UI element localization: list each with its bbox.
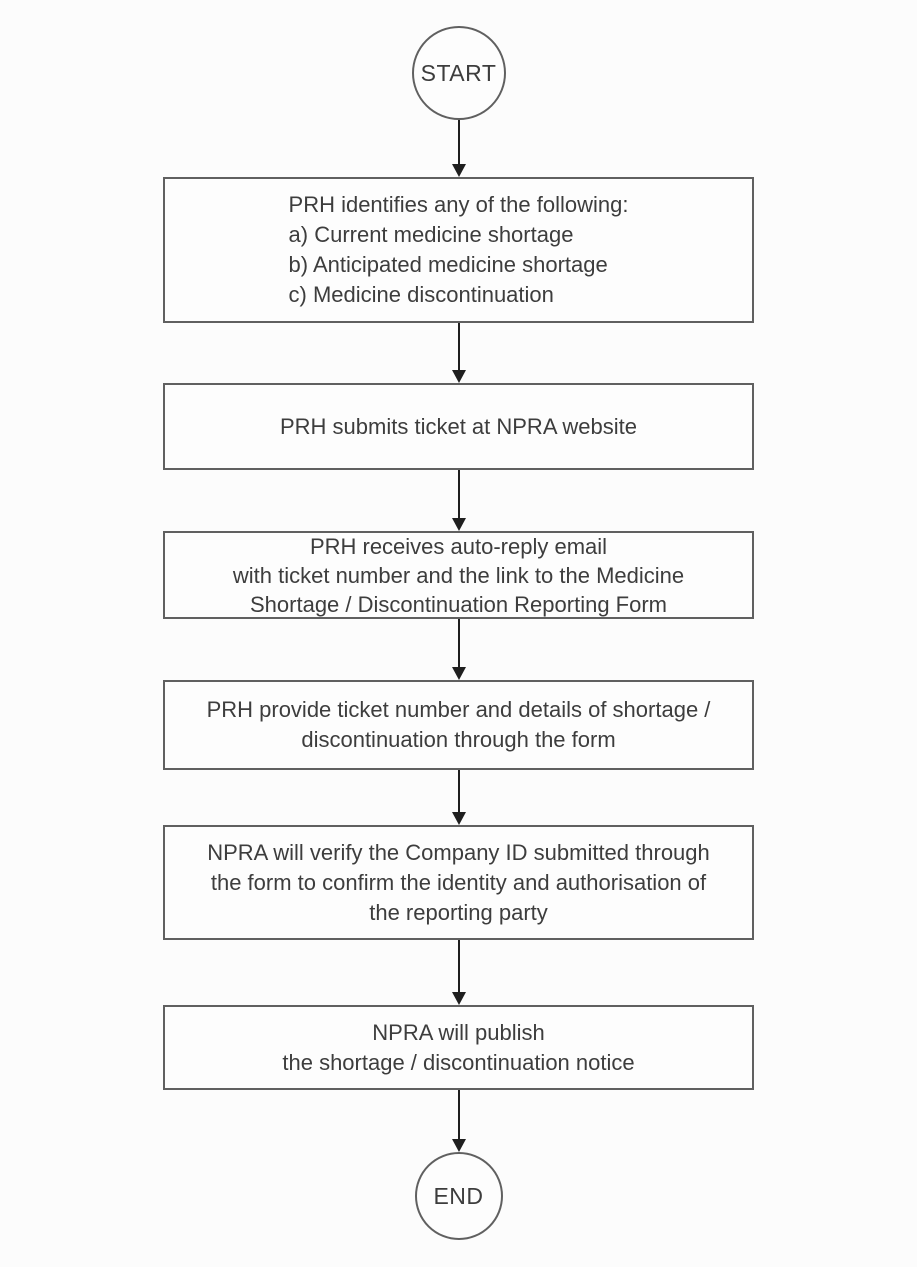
arrow-line [457, 619, 460, 668]
step-line: PRH receives auto-reply email [309, 533, 608, 559]
step-text: NPRA will publish the shortage / discont… [165, 1018, 752, 1078]
step-line: the form to confirm the identity and aut… [210, 869, 707, 895]
step-line: NPRA will publish [372, 1019, 545, 1045]
step-autoreply-box: PRH receives auto-reply email with ticke… [163, 531, 754, 619]
step-line: NPRA will verify the Company ID submitte… [207, 839, 710, 865]
arrowhead [451, 992, 466, 1005]
start-terminator: START [411, 26, 506, 120]
step-text: PRH identifies any of the following: a) … [289, 190, 629, 310]
end-label: END [433, 1182, 484, 1209]
step-submit-ticket-box: PRH submits ticket at NPRA website [163, 383, 754, 470]
arrow-line [457, 470, 460, 519]
step-text: PRH provide ticket number and details of… [165, 695, 752, 755]
step-line: PRH identifies any of the following: [288, 192, 629, 217]
arrow-line [457, 1090, 460, 1140]
arrow-line [457, 940, 460, 993]
step-text: PRH submits ticket at NPRA website [165, 412, 752, 442]
step-line: c) Medicine discontinuation [288, 282, 554, 307]
flow-arrow [451, 120, 466, 177]
step-line: discontinuation through the form [301, 727, 616, 752]
arrow-line [457, 770, 460, 813]
step-verify-box: NPRA will verify the Company ID submitte… [163, 825, 754, 940]
step-provide-details-box: PRH provide ticket number and details of… [163, 680, 754, 770]
step-line: the reporting party [369, 899, 548, 925]
flow-arrow [451, 323, 466, 383]
arrowhead [451, 1139, 466, 1152]
arrowhead [451, 518, 466, 531]
flow-arrow [451, 619, 466, 680]
step-line: the shortage / discontinuation notice [282, 1049, 635, 1075]
step-line: a) Current medicine shortage [288, 222, 574, 247]
arrow-line [457, 323, 460, 371]
end-terminator: END [414, 1152, 503, 1240]
flow-arrow [451, 470, 466, 531]
flow-arrow [451, 770, 466, 825]
step-line: with ticket number and the link to the M… [232, 562, 685, 588]
step-line: PRH provide ticket number and details of… [206, 697, 711, 722]
step-text: PRH receives auto-reply email with ticke… [165, 532, 752, 619]
step-text: NPRA will verify the Company ID submitte… [165, 838, 752, 928]
step-line: Shortage / Discontinuation Reporting For… [250, 591, 667, 617]
flow-arrow [451, 940, 466, 1005]
start-label: START [420, 59, 497, 86]
arrow-line [457, 120, 460, 165]
arrowhead [451, 667, 466, 680]
step-identify-box: PRH identifies any of the following: a) … [163, 177, 754, 323]
step-publish-box: NPRA will publish the shortage / discont… [163, 1005, 754, 1090]
flow-arrow [451, 1090, 466, 1152]
arrowhead [451, 164, 466, 177]
arrowhead [451, 812, 466, 825]
arrowhead [451, 370, 466, 383]
step-line: PRH submits ticket at NPRA website [279, 413, 637, 439]
step-line: b) Anticipated medicine shortage [288, 252, 608, 277]
